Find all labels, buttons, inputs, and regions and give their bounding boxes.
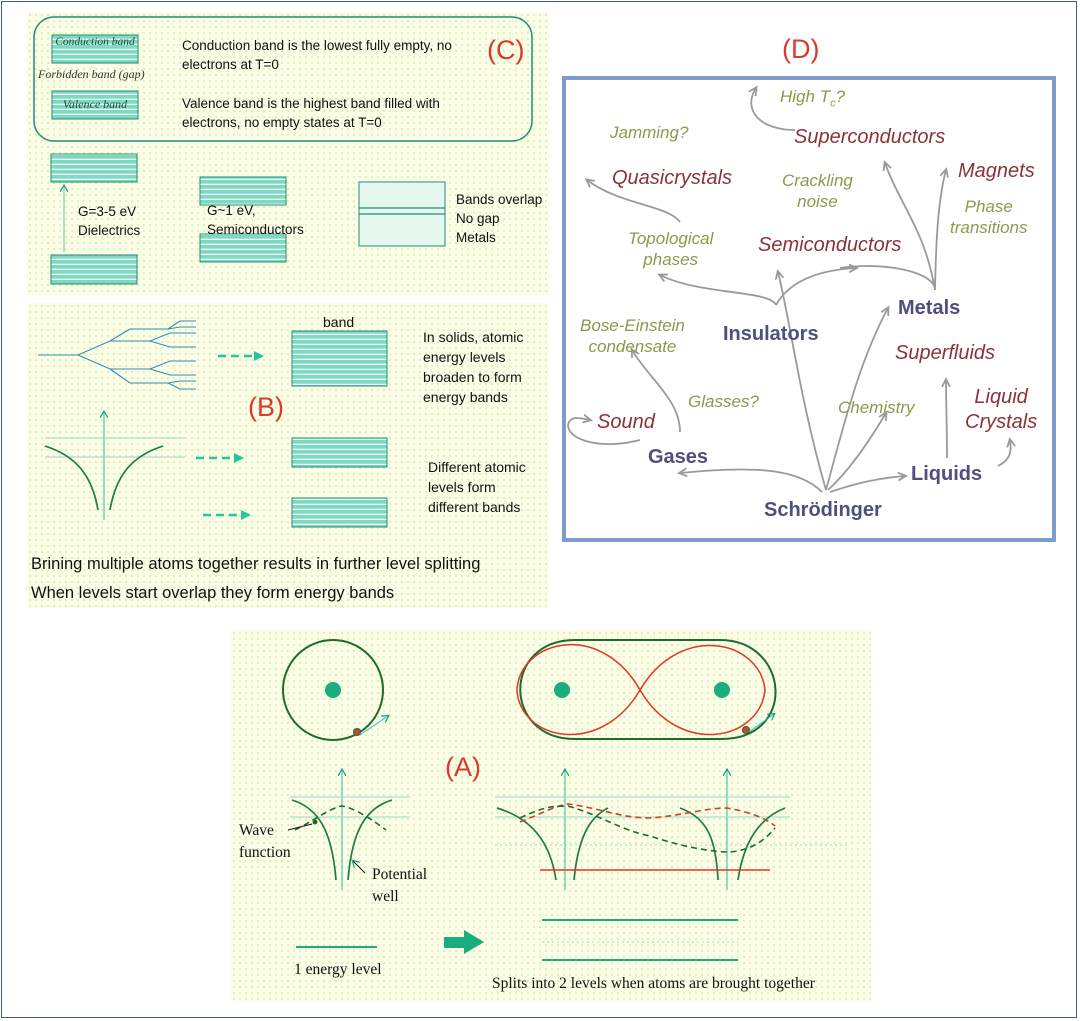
band-rect-middle <box>291 437 388 468</box>
semiconductors-label: Semiconductors <box>758 234 902 256</box>
magnets-label: Magnets <box>958 160 1035 182</box>
caption-line-1: Brining multiple atoms together results … <box>31 555 481 573</box>
caption-line-2: When levels start overlap they form ener… <box>31 584 395 602</box>
level-splitting-tree <box>38 320 196 390</box>
quasicrystals-label: Quasicrystals <box>612 167 733 189</box>
metals-label: Metals <box>898 297 961 319</box>
high-tc-label: High Tc? <box>780 87 846 110</box>
panel-b <box>27 303 549 608</box>
superfluids-label: Superfluids <box>895 342 996 364</box>
liquids-label: Liquids <box>911 463 983 485</box>
double-well <box>495 770 850 961</box>
semiconductor-label: G~1 eV,Semiconductors <box>207 203 304 237</box>
dielectric-upper-band <box>50 153 138 183</box>
potential-well-b <box>44 412 185 520</box>
semiconductor-upper-band <box>199 176 287 206</box>
glasses-label: Glasses? <box>688 392 759 411</box>
conduction-description: Conduction band is the lowest fully empt… <box>182 38 452 72</box>
panel-b-label: (B) <box>248 392 284 422</box>
semiconductor-lower-band <box>199 233 287 263</box>
conduction-band-label: Conduction band <box>55 36 135 48</box>
sound-label: Sound <box>597 411 655 433</box>
insulators-label: Insulators <box>723 323 819 345</box>
forbidden-band-label: Forbidden band (gap) <box>38 67 145 81</box>
band-label: band <box>323 314 355 330</box>
two-atoms <box>516 639 777 741</box>
single-well <box>290 770 410 948</box>
panel-c-label: (C) <box>487 35 525 65</box>
band-rect-top <box>291 330 388 387</box>
panel-a-label: (A) <box>445 752 481 782</box>
legend-valence-band <box>51 90 139 120</box>
solid-arrow <box>444 930 484 954</box>
chemistry-label: Chemistry <box>838 398 915 417</box>
legend-conduction-band <box>51 34 139 64</box>
superconductors-label: Superconductors <box>794 126 946 148</box>
schrodinger-label: Schrödinger <box>764 499 882 521</box>
single-atom <box>282 639 388 741</box>
one-energy-level-label: 1 energy level <box>294 961 382 978</box>
panel-d <box>562 76 1056 542</box>
band-rect-bottom <box>291 497 388 528</box>
split-levels-label: Splits into 2 levels when atoms are brou… <box>492 975 815 992</box>
panel-d-label: (D) <box>782 34 820 64</box>
jamming-label: Jamming? <box>610 123 689 142</box>
valence-description: Valence band is the highest band filled … <box>182 96 440 130</box>
gases-label: Gases <box>648 446 709 468</box>
valence-band-label: Valence band <box>62 97 128 111</box>
dielectric-lower-band <box>50 254 138 285</box>
